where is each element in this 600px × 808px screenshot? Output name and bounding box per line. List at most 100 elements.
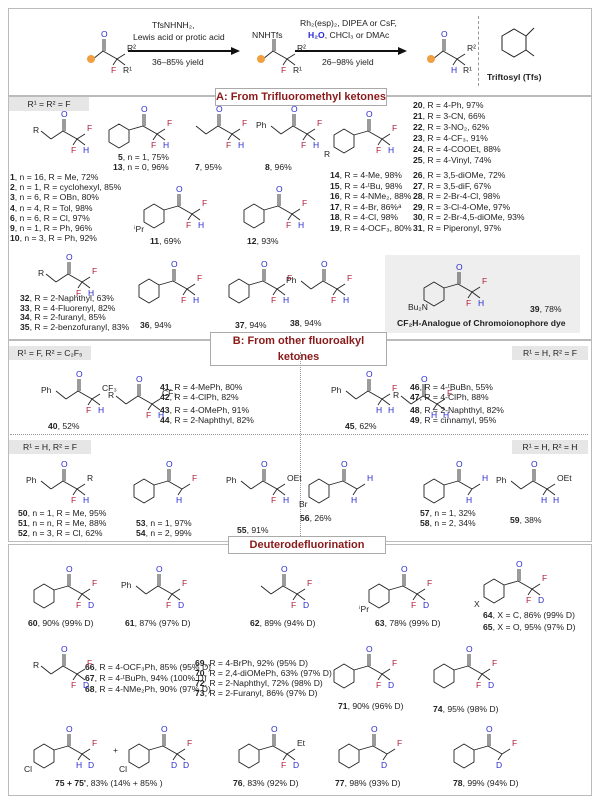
atom-label: H (83, 145, 89, 155)
compound-label: 5, n = 1, 75% (118, 152, 169, 162)
atom-label: Cl (24, 764, 32, 774)
reaction-arrow-2 (295, 47, 407, 54)
compound-description: , n = 4, R = Tol, 98% (14, 203, 93, 213)
compound-description: , R = 4-NMe₂Ph, 90% (97% D) (94, 684, 211, 694)
atom-label: F (202, 198, 207, 208)
atom-label: R¹ (463, 65, 472, 75)
compound-description: , n = 1, R = cyclohexyl, 85% (14, 182, 122, 192)
atom-label: F (181, 295, 186, 305)
atom-label: O (516, 559, 523, 569)
compound-number: 21 (413, 111, 423, 121)
atom-label: F (392, 383, 397, 393)
compound-number: 18 (330, 212, 340, 222)
compound-label: 7, 95% (195, 162, 222, 172)
atom-label: D (183, 760, 189, 770)
atom-label: F (281, 65, 286, 75)
atom-label: H (388, 145, 394, 155)
compound-number: 27 (413, 180, 423, 191)
atom-label: OEt (557, 473, 572, 483)
atom-label: Cl (119, 764, 127, 774)
section-b-vertical-divider (300, 352, 301, 538)
atom-label: F (331, 295, 336, 305)
atom-label: H (98, 405, 104, 415)
compound-description: , n = 1, R = Me, 95% (27, 508, 107, 518)
compound-label: 77, 98% (93% D) (335, 778, 400, 788)
atom-label: F (226, 140, 231, 150)
atom-label: X (474, 599, 480, 609)
compound-number: 2 (10, 182, 15, 192)
compound-label: 76, 83% (92% D) (233, 778, 298, 788)
compound-number: 30 (413, 212, 423, 222)
atom-label: H (83, 495, 89, 505)
compound-number: 25 (413, 155, 423, 165)
compound-description: , R = 2-Furanyl, 86% (97% D) (204, 688, 318, 698)
compound-description: , n = 2, 99% (145, 528, 192, 538)
compound-number: 7 (195, 162, 200, 172)
compound-description: , R = cinnamyl, 95% (419, 415, 497, 425)
atom-label: F (197, 273, 202, 283)
compound-description: , n = 1, 32% (429, 508, 476, 518)
atom-label: F (392, 123, 397, 133)
compound-number: 9 (10, 223, 15, 233)
compound-description: , R = 4-ᵗBu, 98% (339, 180, 403, 191)
compound-description: , R = 4-OCF₃Ph, 85% (95% D) (94, 662, 212, 672)
compound-description: , X = C, 86% (99% D) (492, 610, 575, 620)
atom-label: F (392, 658, 397, 668)
compound-label: 34, R = 2-furanyl, 85% (20, 312, 106, 322)
compound-label: 32, R = 2-Naphthyl, 63% (20, 293, 114, 303)
atom-label: R¹ (123, 65, 132, 75)
atom-label: Bu₂N (408, 302, 428, 312)
atom-label: R (87, 473, 93, 483)
atom-label: F (542, 573, 547, 583)
atom-label: O (371, 724, 378, 734)
compound-number: 13 (113, 162, 123, 172)
section-b-tag-2: R¹ = H, R² = F (512, 346, 588, 360)
substrate-dot (427, 55, 435, 63)
compound-description: , R = 4-CF₃, 91% (422, 133, 488, 143)
atom-label: Ph (256, 120, 267, 130)
compound-label: 26, R = 3,5-diOMe, 72% (413, 170, 505, 180)
compound-number: 70 (195, 668, 205, 678)
compound-number: 51 (18, 518, 28, 528)
atom-label: O (456, 459, 463, 469)
atom-label: H (351, 495, 357, 505)
compound-number: 66 (85, 662, 95, 672)
compound-description: , R = 4-ClPh, 82% (169, 392, 239, 402)
compound-number: 16 (330, 191, 340, 201)
atom-label: D (178, 600, 184, 610)
tfs-structure (501, 27, 535, 58)
atom-label: H (283, 295, 289, 305)
compound-number: 24 (413, 144, 423, 154)
atom-label: OEt (287, 473, 302, 483)
atom-label: R² (467, 43, 476, 53)
atom-label: F (482, 276, 487, 286)
atom-label: H (451, 65, 457, 75)
compound-number: 45 (345, 421, 355, 431)
structure-77: OFD (338, 724, 402, 770)
atom-label: F (307, 578, 312, 588)
compound-description: , 38% (519, 515, 542, 525)
atom-label: F (492, 658, 497, 668)
atom-label: F (476, 680, 481, 690)
compound-number: 6 (10, 213, 15, 223)
atom-label: D (293, 760, 299, 770)
compound-label: 50, n = 1, R = Me, 95% (18, 508, 106, 518)
compound-label: 27, R = 3,5-diF, 67% (413, 181, 491, 191)
atom-label: F (87, 658, 92, 668)
compound-label: 33, R = 4-Fluorenyl, 82% (20, 303, 115, 313)
compound-label: 13, n = 0, 96% (113, 162, 169, 172)
atom-label: F (111, 65, 116, 75)
compound-label: 37, 94% (235, 320, 267, 330)
compound-label: 46, R = 4-ᵗBuBn, 55% (410, 382, 493, 392)
atom-label: O (61, 644, 68, 654)
compound-number: 49 (410, 415, 420, 425)
compound-number: 29 (413, 201, 423, 212)
compound-label: 51, n = n, R = Me, 88% (18, 518, 106, 528)
compound-description: , n = 6, R = OBn, 80% (14, 192, 99, 202)
intermediate-label: NNHTfs (252, 30, 283, 40)
